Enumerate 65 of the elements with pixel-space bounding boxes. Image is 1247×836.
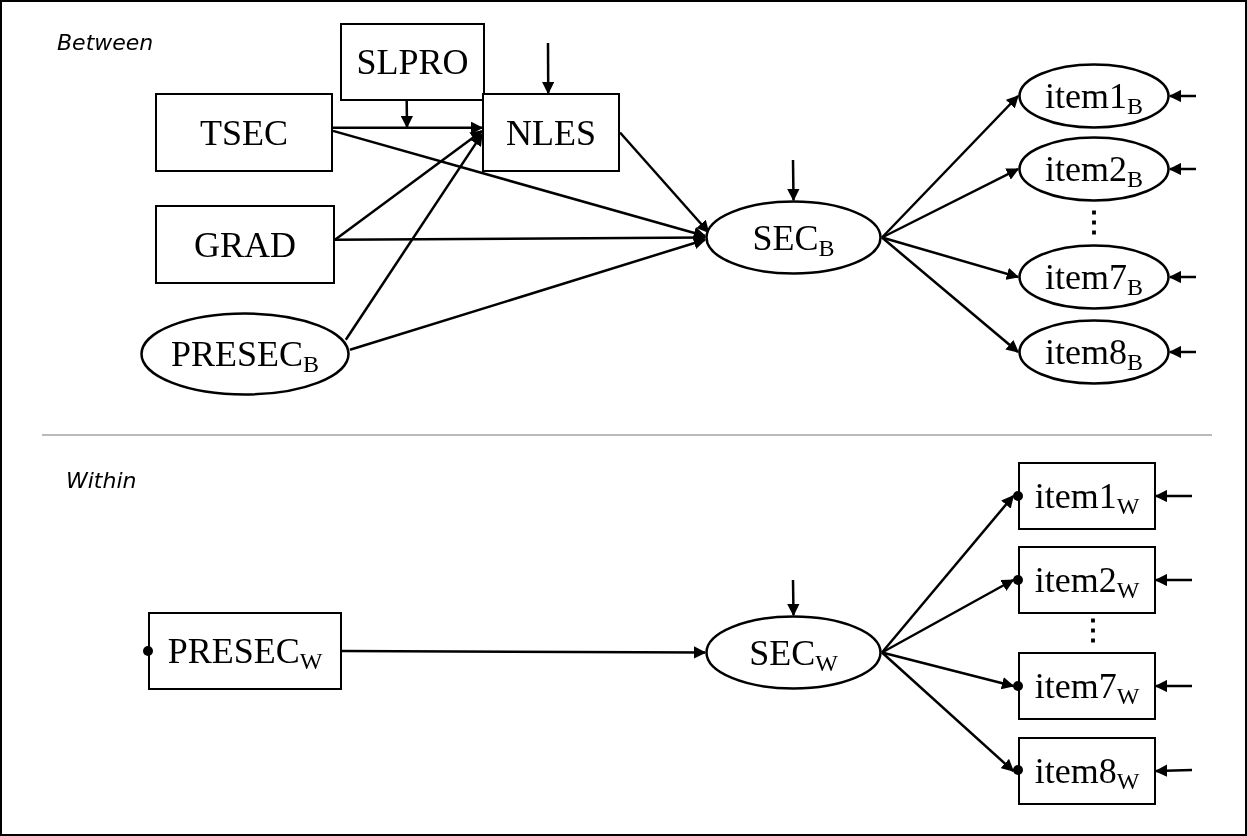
arrow bbox=[881, 578, 1015, 654]
variable-box bbox=[1018, 462, 1156, 530]
anchor-dot bbox=[1013, 491, 1023, 501]
variable-label: TSEC bbox=[200, 114, 288, 151]
variable-label: item8$_{W}$ bbox=[1034, 753, 1140, 789]
variable-label: item7$_{B}$ bbox=[1045, 259, 1143, 295]
variable-box bbox=[1018, 652, 1156, 720]
arrow bbox=[344, 133, 484, 341]
latent-ellipse bbox=[1018, 63, 1170, 129]
latent-ellipse bbox=[705, 200, 882, 275]
variable-box bbox=[155, 205, 335, 284]
arrow bbox=[1168, 162, 1196, 176]
latent-ellipse bbox=[1018, 136, 1170, 202]
variable-label: item1$_{B}$ bbox=[1045, 78, 1143, 114]
arrow bbox=[342, 646, 707, 659]
arrow bbox=[332, 129, 707, 239]
variable-box bbox=[1018, 546, 1156, 614]
arrow bbox=[881, 495, 1015, 654]
arrow bbox=[619, 131, 710, 234]
arrow bbox=[333, 121, 484, 134]
arrow bbox=[787, 580, 800, 617]
latent-ellipse bbox=[705, 615, 882, 690]
variable-label: item8$_{B}$ bbox=[1045, 334, 1143, 370]
anchor-dot bbox=[1013, 575, 1023, 585]
arrow bbox=[1168, 270, 1196, 284]
variable-label: item2$_{B}$ bbox=[1045, 151, 1143, 187]
arrow bbox=[881, 651, 1015, 690]
variable-label: PRESEC$_{B}$ bbox=[170, 336, 320, 372]
arrow bbox=[1168, 345, 1196, 359]
arrow bbox=[881, 236, 1019, 353]
arrow bbox=[335, 231, 707, 244]
arrow bbox=[541, 43, 555, 95]
arrow bbox=[1168, 89, 1196, 103]
arrow bbox=[881, 651, 1015, 772]
variable-label: NLES bbox=[506, 114, 596, 151]
arrow bbox=[349, 237, 707, 351]
ellipsis-mark: ⋮ bbox=[1078, 616, 1108, 644]
variable-label: SLPRO bbox=[356, 44, 469, 80]
variable-label: SEC$_{B}$ bbox=[752, 219, 835, 256]
arrow bbox=[881, 95, 1019, 239]
variable-label: item1$_{W}$ bbox=[1034, 478, 1140, 514]
anchor-dot bbox=[1013, 765, 1023, 775]
latent-ellipse bbox=[1018, 319, 1170, 385]
variable-label: item2$_{W}$ bbox=[1034, 562, 1140, 598]
panel-title: Between bbox=[57, 32, 154, 54]
ellipsis-mark: ⋮ bbox=[1079, 208, 1109, 236]
variable-box bbox=[155, 93, 333, 172]
variable-box bbox=[148, 612, 342, 690]
arrow bbox=[400, 101, 414, 129]
arrow bbox=[881, 167, 1020, 239]
anchor-dot bbox=[1013, 681, 1023, 691]
variable-box bbox=[1018, 737, 1156, 805]
arrow bbox=[787, 160, 800, 202]
variable-label: GRAD bbox=[194, 226, 296, 263]
latent-ellipse bbox=[1018, 244, 1170, 310]
variable-label: PRESEC$_{W}$ bbox=[167, 633, 323, 669]
arrow bbox=[881, 236, 1020, 280]
variable-box bbox=[340, 23, 485, 101]
anchor-dot bbox=[143, 646, 153, 656]
variable-box bbox=[482, 93, 620, 172]
panel-title: Within bbox=[66, 470, 137, 492]
latent-ellipse bbox=[140, 312, 350, 396]
arrow bbox=[334, 129, 483, 241]
variable-label: SEC$_{W}$ bbox=[749, 634, 838, 671]
variable-label: item7$_{W}$ bbox=[1034, 668, 1140, 704]
